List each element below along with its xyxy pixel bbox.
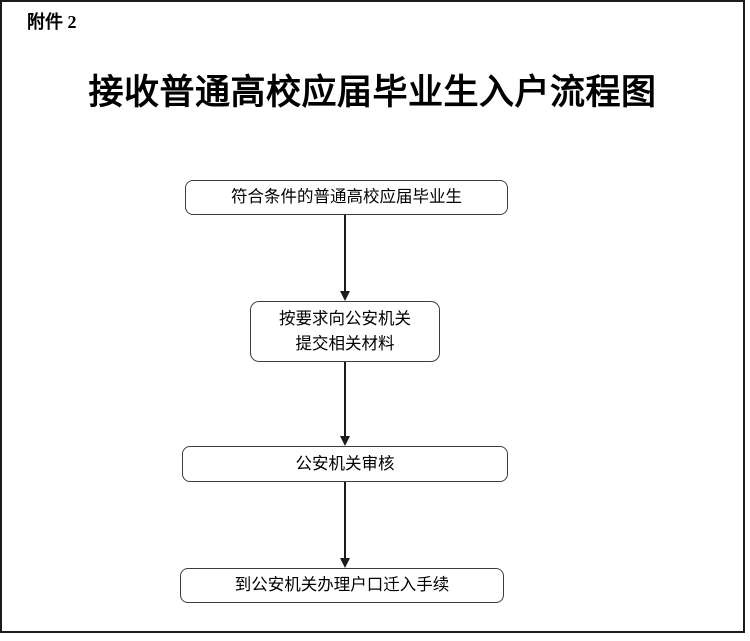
flow-node-label: 符合条件的普通高校应届毕业生 <box>231 188 462 206</box>
flow-node-submit-materials: 按要求向公安机关 提交相关材料 <box>250 301 440 362</box>
flow-node-police-review: 公安机关审核 <box>182 446 508 482</box>
flow-node-eligible-graduates: 符合条件的普通高校应届毕业生 <box>185 180 508 215</box>
arrow-shaft <box>344 362 346 437</box>
flow-node-label-line2: 提交相关材料 <box>295 334 395 353</box>
arrow-shaft <box>344 215 346 292</box>
arrow-down-icon <box>340 291 350 301</box>
flow-node-label: 到公安机关办理户口迁入手续 <box>234 576 450 594</box>
flow-node-label: 公安机关审核 <box>295 454 395 473</box>
attachment-label: 附件 2 <box>27 12 77 32</box>
flow-node-household-transfer: 到公安机关办理户口迁入手续 <box>180 568 504 603</box>
arrow-down-icon <box>340 558 350 568</box>
flow-node-label-line1: 按要求向公安机关 <box>279 309 411 328</box>
arrow-down-icon <box>340 436 350 446</box>
arrow-shaft <box>344 482 346 559</box>
page-title: 接收普通高校应届毕业生入户流程图 <box>88 73 657 112</box>
